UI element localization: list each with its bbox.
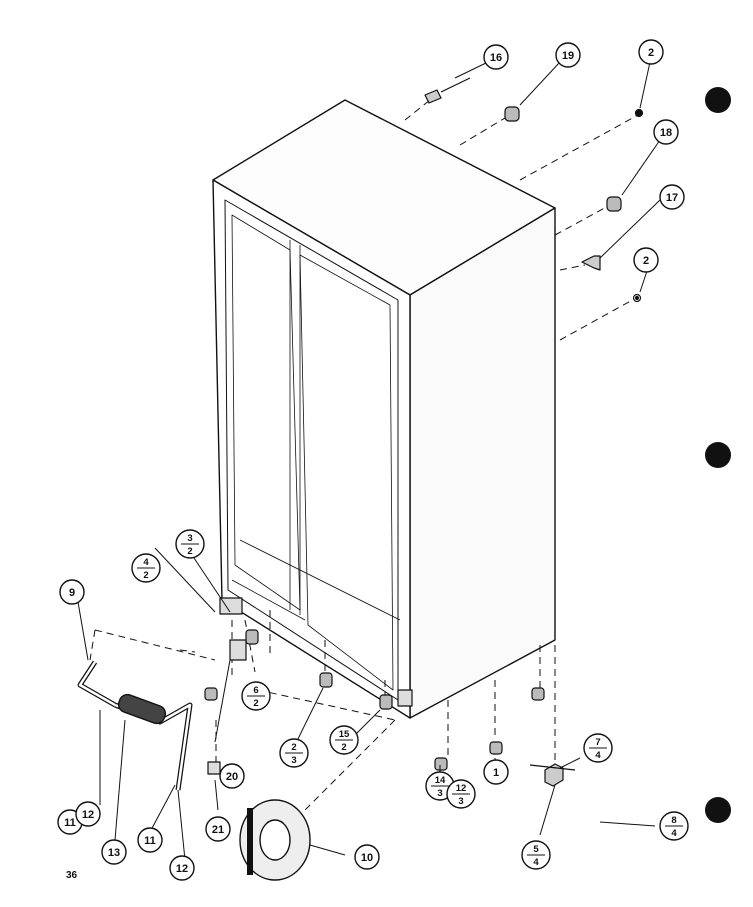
fraction-bottom: 2 [187,546,192,557]
callout-label: 21 [212,824,224,836]
callout-label: 12 [176,863,188,875]
fraction-callout-f4-2: 42 [131,553,161,583]
callout-label: 2 [648,47,654,59]
callout-label: 11 [144,835,156,847]
drain-tube-assembly [77,660,193,791]
callout-c2b: 2 [633,247,659,273]
fraction-top: 3 [187,533,192,544]
callout-label: 10 [361,852,373,864]
callout-label: 18 [660,127,672,139]
callout-label: 9 [69,587,75,599]
fraction-callout-f8-4: 84 [659,811,689,841]
callout-c12a: 12 [75,801,101,827]
callout-label: 12 [82,809,94,821]
fraction-callout-f3-2: 32 [175,529,205,559]
fraction-top: 14 [435,775,446,786]
fraction-bottom: 4 [671,828,677,839]
callout-c11b: 11 [137,827,163,853]
fraction-bottom: 3 [437,788,442,799]
registration-dot [705,797,731,823]
fraction-callout-f12-3: 123 [446,779,476,809]
fraction-bottom: 2 [253,698,258,709]
callout-label: 11 [64,817,76,829]
fraction-bottom: 4 [533,857,539,868]
fraction-bottom: 2 [341,742,346,753]
page-number: 36 [66,870,78,881]
fraction-top: 12 [456,783,467,794]
callout-c19: 19 [555,42,581,68]
fraction-callout-f5-4: 54 [521,840,551,870]
fraction-bottom: 2 [143,570,148,581]
registration-dot [705,87,731,113]
fraction-top: 5 [533,844,539,855]
fraction-callout-f6-2: 62 [241,681,271,711]
callout-c21: 21 [205,816,231,842]
fraction-top: 15 [339,729,350,740]
callout-c9: 9 [59,579,85,605]
cabinet-outline [212,99,556,719]
fraction-callout-f2-3: 23 [279,738,309,768]
fraction-top: 7 [595,737,600,748]
callout-leaders [77,61,661,861]
callout-label: 2 [643,255,649,267]
callout-label: 17 [666,192,678,204]
callout-c10: 10 [354,844,380,870]
callout-label: 19 [562,50,574,62]
hardware-parts [204,77,644,787]
callout-c1: 1 [483,759,509,785]
fraction-callout-f15-2: 152 [329,725,359,755]
fraction-bottom: 3 [458,796,463,807]
callout-c20: 20 [219,763,245,789]
callout-c18: 18 [653,119,679,145]
callout-label: 20 [226,771,238,783]
registration-dot [705,442,731,468]
fraction-top: 4 [143,557,149,568]
fraction-top: 2 [291,742,296,753]
condenser-ring [239,799,311,881]
fraction-bottom: 3 [291,755,296,766]
callout-c12b: 12 [169,855,195,881]
callout-c17: 17 [659,184,685,210]
callout-label: 16 [490,52,502,64]
fraction-top: 6 [253,685,258,696]
fraction-callout-f7-4: 74 [583,733,613,763]
callout-c2a: 2 [638,39,664,65]
callout-label: 13 [108,847,120,859]
callout-c13: 13 [101,839,127,865]
fraction-top: 8 [671,815,676,826]
fraction-bottom: 4 [595,750,601,761]
callout-label: 1 [493,767,499,779]
callout-c16: 16 [483,44,509,70]
